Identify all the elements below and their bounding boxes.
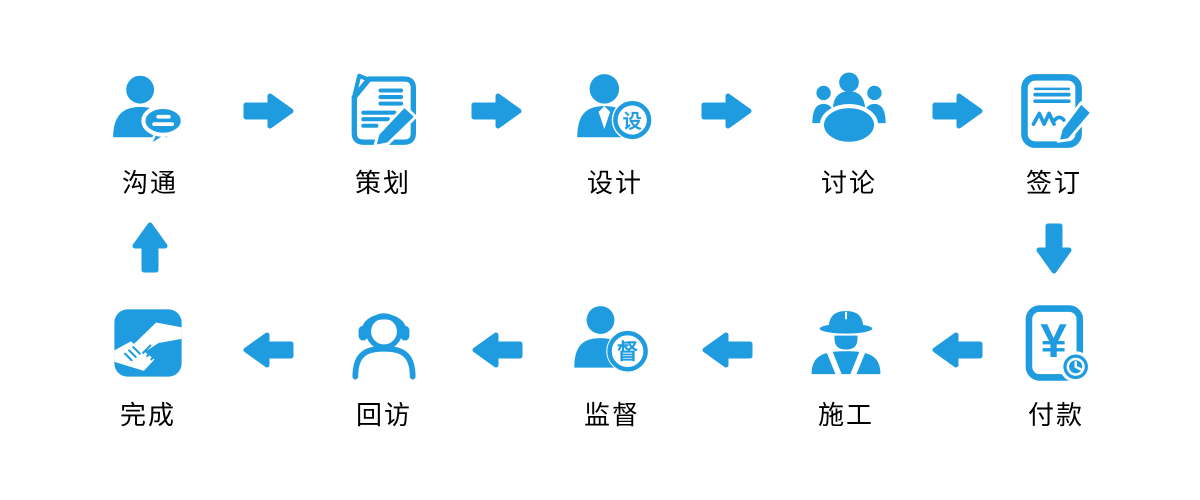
arrow-right-icon <box>932 91 984 131</box>
step-label: 设计 <box>586 168 643 198</box>
step-label: 监督 <box>583 400 640 430</box>
supervisor-person-icon: 督 <box>571 302 653 384</box>
step-label: 策划 <box>354 168 411 198</box>
step-label: 沟通 <box>121 168 178 198</box>
document-pencil-icon <box>342 70 424 152</box>
step-label: 完成 <box>119 400 176 430</box>
step-payment: ¥ 付款 <box>976 302 1136 430</box>
person-chat-icon <box>109 70 191 152</box>
step-follow-up: 回访 <box>304 302 464 430</box>
step-planning: 策划 <box>303 70 463 198</box>
step-label: 回访 <box>355 400 412 430</box>
step-communication: 沟通 <box>70 70 230 198</box>
arrow-right-icon <box>471 91 523 131</box>
arrow-up-icon <box>124 222 176 273</box>
step-label: 施工 <box>817 400 874 430</box>
step-construction: 施工 <box>766 302 926 430</box>
arrow-left-icon <box>931 330 983 370</box>
arrow-right-icon <box>243 91 295 131</box>
step-signing: 签订 <box>974 70 1134 198</box>
contract-pen-icon <box>1013 70 1095 152</box>
payment-clock-icon: ¥ <box>1015 302 1097 384</box>
arrow-left-icon <box>471 330 523 370</box>
step-label: 签订 <box>1025 168 1082 198</box>
step-completion: 完成 <box>68 302 228 430</box>
designer-person-icon: 设 <box>574 70 656 152</box>
arrow-down-icon <box>1028 223 1080 274</box>
design-badge-char: 设 <box>623 110 642 131</box>
step-label: 讨论 <box>820 168 877 198</box>
headset-person-icon <box>343 302 425 384</box>
arrow-right-icon <box>701 91 753 131</box>
construction-worker-icon <box>805 302 887 384</box>
step-discussion: 讨论 <box>769 70 929 198</box>
step-supervision: 督 监督 <box>532 302 692 430</box>
handshake-icon <box>107 302 189 384</box>
meeting-table-icon <box>808 70 890 152</box>
arrow-left-icon <box>701 330 753 370</box>
arrow-left-icon <box>242 330 294 370</box>
supervision-badge-char: 督 <box>617 339 638 364</box>
step-design: 设 设计 <box>535 70 695 198</box>
step-label: 付款 <box>1027 400 1084 430</box>
